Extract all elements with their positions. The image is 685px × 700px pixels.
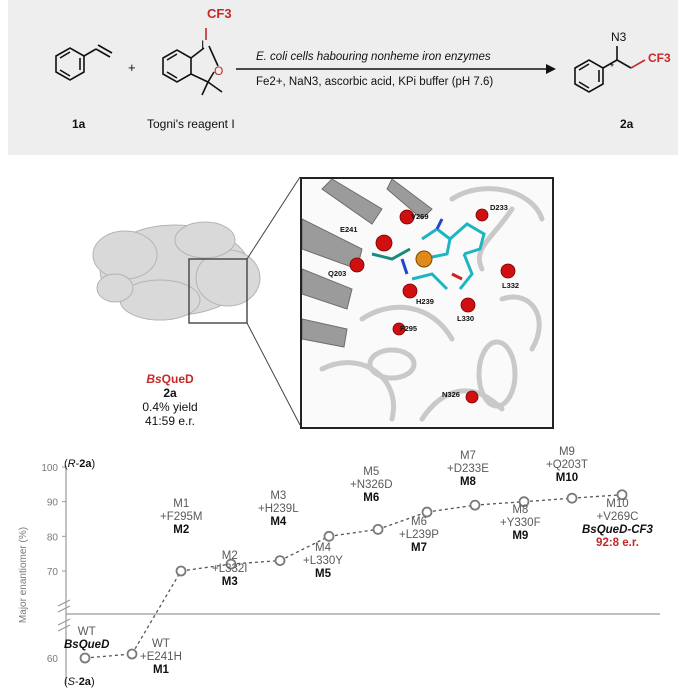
series-segment — [230, 559, 281, 565]
protein-compound: 2a — [163, 386, 177, 400]
evolution-chart: Major enantiomer (%) 100 90 80 70 60 — [18, 463, 660, 684]
data-point-m10 — [566, 492, 578, 504]
series-segment — [474, 501, 525, 506]
y-bottom-label: (S-2a) — [64, 676, 95, 688]
series-segment — [377, 511, 428, 531]
annotation-m3: M2 +L332I M3 — [212, 550, 248, 588]
data-point-m6 — [372, 524, 384, 535]
annotation-m4: M3 +H239L M4 — [258, 490, 299, 528]
active-site-inset: V269 D233 E241 Q203 H239 L332 L330 F295 … — [300, 177, 554, 429]
active-site-ribbons — [302, 179, 545, 422]
protein-er: 41:59 e.r. — [144, 414, 196, 428]
product-cf3: CF3 — [648, 51, 671, 65]
reagent-name: Togni's reagent I — [147, 117, 235, 131]
y-tick-label: 90 — [47, 498, 59, 509]
annotation-m5: M4 +L330Y M5 — [303, 542, 343, 580]
annotation-wt: WT BsQueD — [64, 626, 110, 651]
series-segment — [84, 653, 133, 659]
axis-break-mark-3 — [57, 618, 71, 626]
y-top-label: (R-2a) — [64, 458, 96, 470]
data-point-m1 — [126, 648, 138, 660]
series-segment — [523, 497, 573, 503]
protein-yield: 0.4% yield — [142, 400, 198, 414]
zoom-line-top — [246, 176, 301, 260]
reactant-label: 1a — [72, 117, 86, 131]
data-point-bsqued-cf3 — [616, 489, 628, 501]
residue-l330: L330 — [457, 314, 475, 323]
protein-caption: BsQueD 2a 0.4% yield 41:59 e.r. — [110, 372, 230, 428]
annotation-final: M10 +V269C BsQueD-CF3 92:8 e.r. — [582, 498, 653, 549]
residue-f295: F295 — [400, 324, 418, 333]
zoom-region-box — [188, 258, 248, 324]
data-point-m9 — [518, 496, 530, 508]
y-tick-label: 80 — [47, 532, 59, 543]
product-structure — [574, 46, 646, 93]
series-segment — [180, 563, 232, 572]
data-point-m5 — [323, 530, 335, 542]
protein-surface-blob — [92, 221, 261, 321]
residue-v269: V269 — [411, 212, 429, 221]
series-points — [79, 489, 628, 664]
annotation-m10: M9 +Q203T M10 — [546, 446, 588, 484]
axis-break-mark-1 — [57, 599, 71, 607]
residue-q203: Q203 — [328, 269, 347, 278]
annotation-m6: M5 +N326D M6 — [350, 466, 393, 504]
product-stereocenter-star: * — [610, 62, 614, 73]
series-segment — [131, 570, 182, 655]
conditions-bottom: Fe2+, NaN3, ascorbic acid, KPi buffer (p… — [256, 76, 494, 88]
residue-h239: H239 — [416, 297, 434, 306]
series-segment — [571, 494, 623, 499]
reaction-structures — [55, 28, 646, 96]
y-tick-label: 60 — [47, 654, 59, 665]
annotation-m8: M7 +D233E M8 — [447, 450, 489, 488]
data-point-m3 — [225, 558, 237, 570]
y-axis-ticks: 100 90 80 70 60 — [41, 463, 66, 665]
data-point-m8 — [469, 499, 481, 511]
residue-d233: D233 — [490, 203, 508, 212]
iron-center — [415, 250, 433, 268]
togni-reagent-structure — [162, 28, 223, 96]
reaction-scheme-panel: 1a + CF3 I O Togni's reagent I E. coli c… — [8, 0, 678, 155]
annotation-m1-from-wt: WT +E241H M1 — [140, 638, 182, 676]
data-point-m1 — [175, 565, 187, 577]
styrene-structure — [55, 44, 113, 81]
y-tick-label: 70 — [47, 567, 59, 578]
plus-sign: + — [128, 60, 136, 75]
product-label: 2a — [620, 117, 634, 131]
reagent-atom-o: O — [214, 64, 224, 78]
residue-l332: L332 — [502, 281, 520, 290]
protein-name: BsQueD — [146, 372, 194, 386]
annotation-m2: M1 +F295M M2 — [160, 498, 203, 536]
product-n3: N3 — [611, 30, 627, 44]
reaction-arrow — [236, 64, 556, 74]
data-point-wt — [79, 652, 91, 664]
protein-overview-graphic — [92, 176, 301, 426]
annotation-m7: M6 +L239P M7 — [399, 516, 439, 554]
conditions-top: E. coli cells habouring nonheme iron enz… — [256, 51, 491, 63]
reagent-cf3: CF3 — [207, 6, 232, 21]
y-axis-label: Major enantiomer (%) — [18, 527, 29, 623]
residue-n326: N326 — [442, 390, 460, 399]
reagent-atom-i: I — [201, 38, 205, 52]
series-segment — [426, 504, 476, 513]
series-segment — [328, 528, 379, 537]
data-point-m4 — [274, 555, 286, 566]
zoom-line-bottom — [246, 322, 301, 426]
y-tick-label: 100 — [41, 463, 58, 474]
axis-break-mark-2 — [57, 605, 71, 613]
residue-e241: E241 — [340, 225, 358, 234]
series-line — [84, 494, 623, 659]
axis-break-mark-4 — [57, 624, 71, 632]
annotation-m9: M8 +Y330F M9 — [500, 504, 541, 542]
data-point-m7 — [421, 506, 433, 518]
